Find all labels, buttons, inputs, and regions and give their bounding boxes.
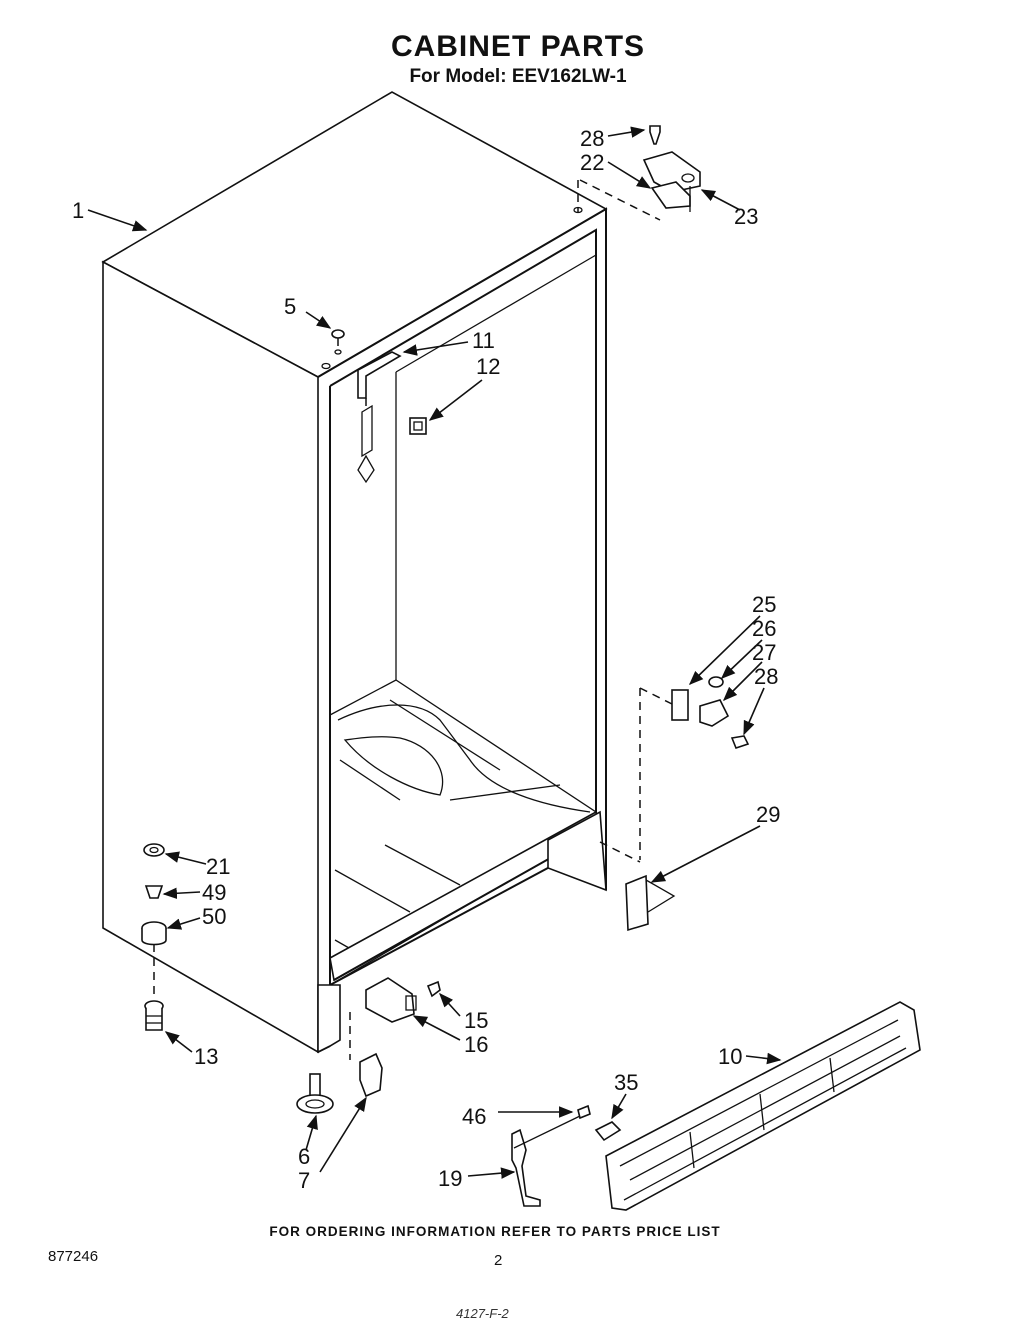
part-46-screw: [577, 1104, 591, 1120]
callout-10: 10: [718, 1044, 742, 1069]
callout-21: 21: [206, 854, 230, 879]
part-19-bracket: [511, 1128, 541, 1207]
callout-13: 13: [194, 1044, 218, 1069]
callout-46: 46: [462, 1104, 486, 1129]
callout-22: 22: [580, 150, 604, 175]
callout-28-top: 28: [580, 126, 604, 151]
callout-1: 1: [72, 198, 84, 223]
callout-25: 25: [752, 592, 776, 617]
callout-12: 12: [476, 354, 500, 379]
part-21-bushing: [143, 843, 165, 857]
page-number: 2: [494, 1252, 503, 1269]
part-29-hinge-plate: [599, 841, 676, 932]
part-7-clip: [359, 1052, 383, 1098]
part-50-cap: [141, 921, 167, 946]
part-11-latch: [357, 351, 402, 484]
callout-11: 11: [472, 328, 495, 353]
callout-28-lower: 28: [754, 664, 778, 689]
cabinet-shell: [101, 91, 608, 1054]
page-title: CABINET PARTS: [390, 30, 646, 63]
ordering-info-footer: FOR ORDERING INFORMATION REFER TO PARTS …: [269, 1224, 721, 1239]
part-49-plug: [144, 885, 164, 899]
revision-stamp: 4127-F-2: [456, 1306, 509, 1321]
part-35-grommet: [594, 1121, 622, 1142]
callout-26: 26: [752, 616, 776, 641]
part-22-23-top-hinge: [642, 151, 701, 212]
part-10-grille: [605, 1001, 921, 1211]
callout-29: 29: [756, 802, 780, 827]
callout-23: 23: [734, 204, 758, 229]
part-13-leg: [144, 1000, 164, 1031]
callout-15: 15: [464, 1008, 488, 1033]
callout-7: 7: [298, 1168, 310, 1193]
document-number: 877246: [48, 1248, 99, 1265]
part-28-screw-top: [649, 125, 661, 145]
callout-27: 27: [752, 640, 776, 665]
part-12-clip: [409, 417, 427, 435]
leader-lines: [87, 126, 782, 1179]
model-subtitle: For Model: EEV162LW-1: [409, 66, 627, 87]
part-16-bracket: [365, 977, 417, 1023]
callout-49: 49: [202, 880, 226, 905]
part-25-28-lower-hinge: [671, 676, 750, 749]
callout-35: 35: [614, 1070, 638, 1095]
callout-50: 50: [202, 904, 226, 929]
callout-19: 19: [438, 1166, 462, 1191]
callout-labels: 1 5 11 12 28 22 23 25 26 27 28 29 21 49 …: [72, 126, 780, 1193]
part-15-screw: [426, 980, 441, 998]
callout-16: 16: [464, 1032, 488, 1057]
part-6-leveler: [296, 1073, 334, 1114]
part-5-plug: [331, 329, 345, 350]
callout-5: 5: [284, 294, 296, 319]
callout-6: 6: [298, 1144, 310, 1169]
